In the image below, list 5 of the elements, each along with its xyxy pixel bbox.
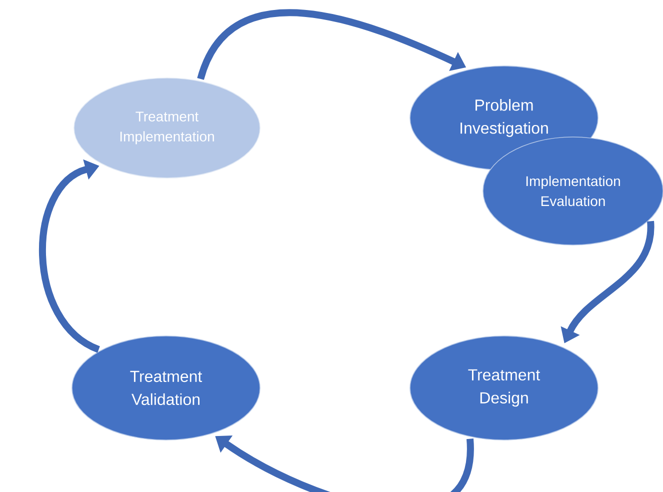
- curved-arrow: [39, 159, 100, 353]
- ellipse-node: Treatment Validation: [72, 336, 260, 440]
- ellipse-node: Implementation Evaluation: [482, 136, 663, 246]
- ellipse-node: Treatment Implementation: [74, 78, 260, 178]
- ellipse-node: Treatment Design: [410, 336, 598, 440]
